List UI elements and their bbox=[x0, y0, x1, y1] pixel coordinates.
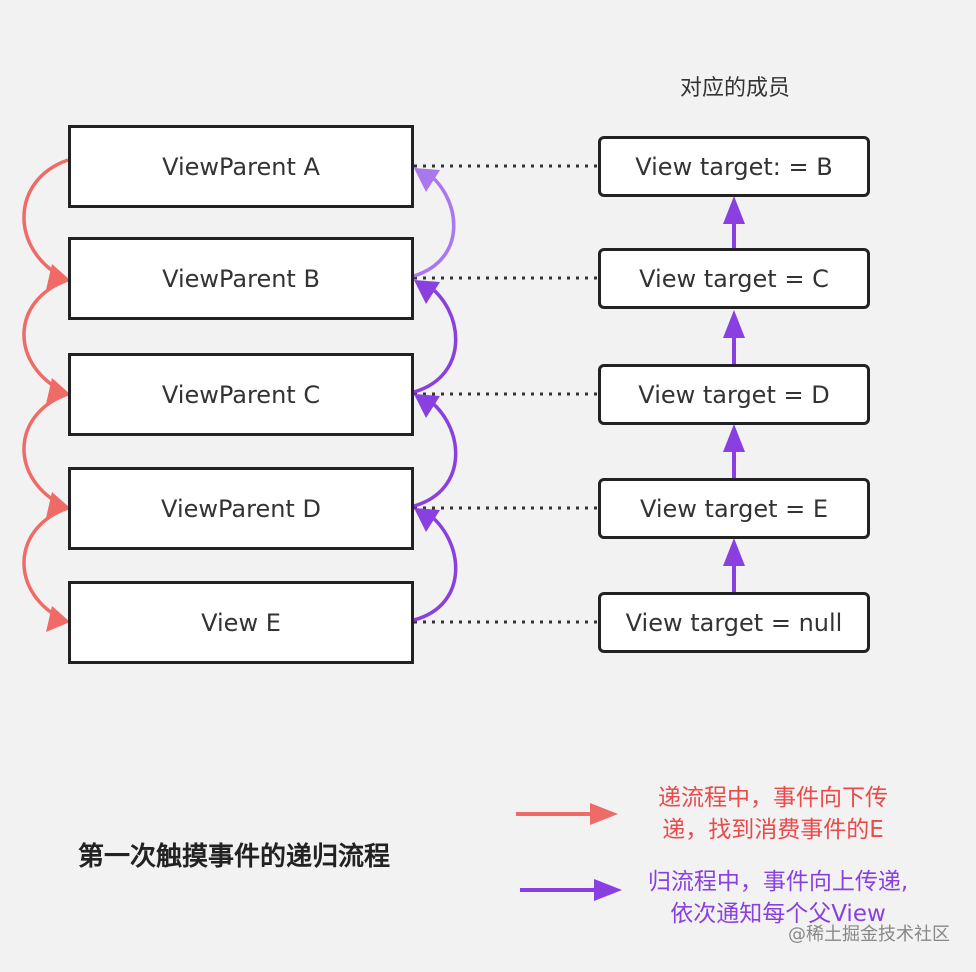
target-a: View target: = B bbox=[598, 136, 870, 197]
node-viewparent-d: ViewParent D bbox=[68, 467, 414, 550]
legend-up-line-2: 依次通知每个父View bbox=[670, 901, 886, 927]
down-arrowhead-b-c bbox=[46, 378, 70, 404]
down-arrow-c-d bbox=[22, 392, 69, 508]
legend-up-text: 归流程中，事件向上传递, 依次通知每个父View bbox=[618, 866, 938, 930]
legend-down-line-1: 递流程中，事件向下传 bbox=[658, 785, 888, 811]
down-arrowhead-d-e bbox=[46, 606, 70, 632]
right-arrowhead-c-b bbox=[723, 196, 745, 224]
watermark: @稀土掘金技术社区 bbox=[788, 924, 950, 945]
node-viewparent-a: ViewParent A bbox=[68, 125, 414, 208]
target-e: View target = null bbox=[598, 592, 870, 653]
down-arrow-d-e bbox=[22, 506, 69, 622]
node-view-e: View E bbox=[68, 581, 414, 664]
up-arrowhead-e-d bbox=[414, 508, 440, 532]
right-arrowhead-null-e bbox=[723, 538, 745, 566]
up-arrow-c-b bbox=[413, 282, 458, 394]
up-arrowhead-c-b bbox=[414, 280, 440, 304]
legend-red-arrowhead bbox=[590, 803, 618, 825]
up-arrow-b-a bbox=[413, 170, 456, 278]
down-arrow-b-c bbox=[22, 278, 69, 394]
legend-up-line-1: 归流程中，事件向上传递, bbox=[647, 869, 909, 895]
down-arrow-a-b bbox=[22, 158, 69, 280]
up-arrow-e-d bbox=[413, 510, 458, 622]
up-arrow-d-c bbox=[413, 396, 458, 508]
target-c: View target = D bbox=[598, 364, 870, 425]
right-arrowhead-d-c bbox=[723, 310, 745, 338]
target-d: View target = E bbox=[598, 478, 870, 539]
legend-down-text: 递流程中，事件向下传 递，找到消费事件的E bbox=[628, 782, 918, 846]
diagram-caption: 第一次触摸事件的递归流程 bbox=[78, 842, 391, 872]
column-title: 对应的成员 bbox=[679, 76, 790, 101]
down-arrowhead-c-d bbox=[46, 492, 70, 518]
up-arrowhead-d-c bbox=[414, 394, 440, 418]
up-arrowhead-b-a bbox=[414, 168, 440, 192]
legend-down-line-2: 递，找到消费事件的E bbox=[662, 817, 884, 843]
down-arrowhead-a-b bbox=[46, 264, 70, 290]
node-viewparent-c: ViewParent C bbox=[68, 353, 414, 436]
target-b: View target = C bbox=[598, 248, 870, 309]
legend-purple-arrowhead bbox=[594, 879, 622, 901]
right-arrowhead-e-d bbox=[723, 424, 745, 452]
node-viewparent-b: ViewParent B bbox=[68, 237, 414, 320]
